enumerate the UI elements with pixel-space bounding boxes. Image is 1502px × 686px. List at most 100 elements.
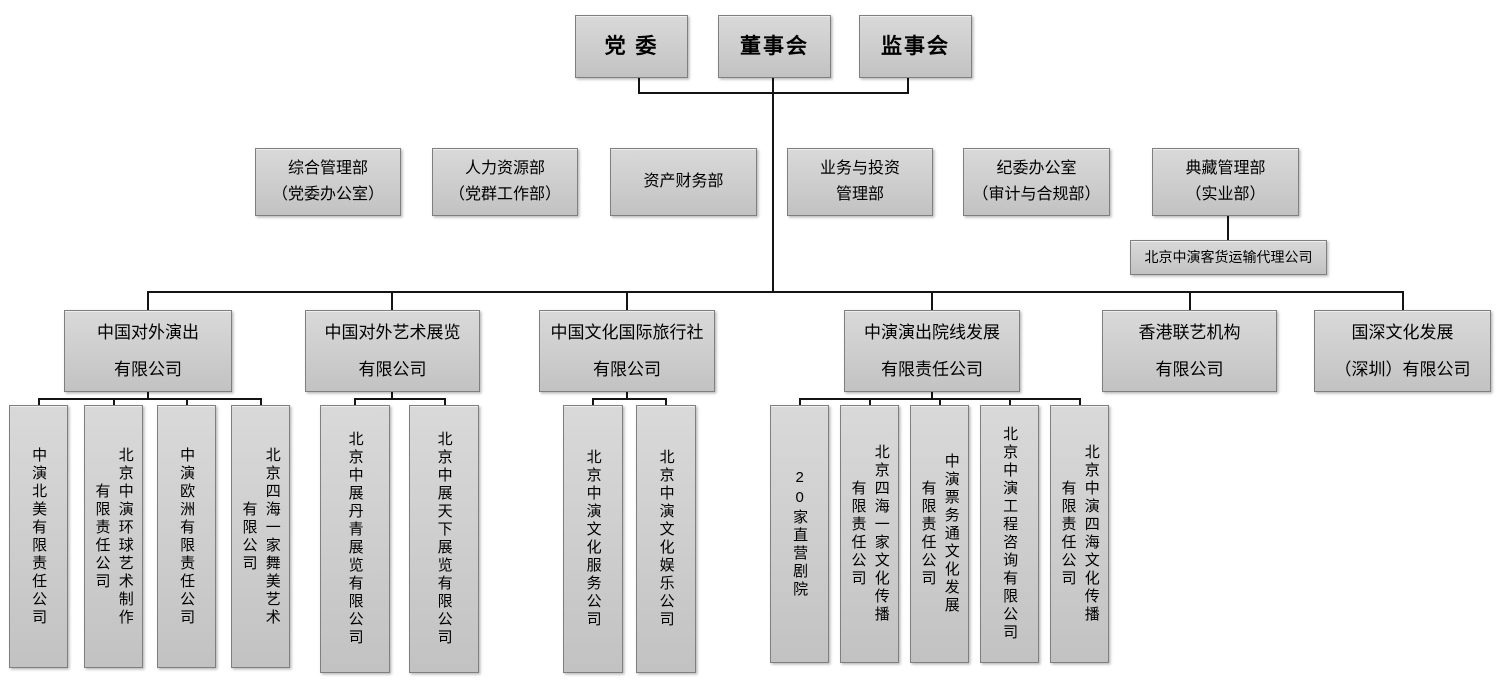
department-box-business-investment: 业务与投资 管理部: [787, 148, 933, 216]
connector-g4-drop: [869, 398, 871, 406]
connector-supervisory-drop: [907, 77, 909, 94]
connector-g4-drop: [1009, 398, 1011, 406]
department-label: 综合管理部: [287, 160, 368, 177]
subsidiary-label: 北京中展丹青展览有限公司: [346, 431, 364, 647]
company-sublabel: 有限公司: [593, 359, 661, 379]
subsidiary-box: 北京中演环球艺术制作 有限责任公司: [84, 405, 143, 668]
department-sublabel: （审计与合规部）: [972, 186, 1101, 203]
connector-g4-drop: [939, 398, 941, 406]
company-sublabel: 有限公司: [114, 359, 182, 379]
company-box-art-exhibition: 中国对外艺术展览 有限公司: [305, 310, 480, 392]
subsidiary-box: 北京四海一家文化传播 有限责任公司: [840, 405, 899, 663]
subsidiary-box: 北京中展丹青展览有限公司: [320, 405, 390, 673]
connector-g4-drop: [1079, 398, 1081, 406]
connector-party-drop: [638, 77, 640, 94]
subsidiary-box: 北京中演文化娱乐公司: [636, 405, 696, 673]
connector-g2-drop: [444, 398, 446, 406]
connector-company-drop: [147, 291, 149, 310]
connector-company-drop: [626, 291, 628, 310]
company-label: 国深文化发展: [1351, 322, 1454, 342]
department-box-general-admin: 综合管理部 （党委办公室）: [255, 148, 401, 216]
subsidiary-box: 北京四海一家舞美艺术 有限公司: [231, 405, 290, 668]
subsidiary-box: 北京中演四海文化传播 有限责任公司: [1050, 405, 1109, 663]
company-label: 中国对外演出: [97, 322, 199, 342]
subsidiary-label: 北京四海一家舞美艺术 有限公司: [240, 446, 281, 627]
subsidiary-label: 中演票务通文化发展 有限责任公司: [919, 453, 960, 615]
department-label: 纪委办公室: [996, 160, 1077, 177]
company-label: 中演演出院线发展: [864, 322, 1000, 342]
subsidiary-label: 北京四海一家文化传播 有限责任公司: [849, 444, 890, 624]
subsidiary-box: 20家直营剧院: [770, 405, 829, 663]
subsidiary-label: 中演北美有限责任公司: [30, 446, 48, 627]
connector-g4-stem: [931, 392, 933, 400]
subsidiary-box: 中演北美有限责任公司: [9, 405, 68, 668]
supervisory-board-box: 监事会: [859, 15, 972, 78]
connector-trunk: [772, 77, 774, 293]
subsidiary-box: 北京中演工程咨询有限公司: [980, 405, 1039, 663]
company-sublabel: 有限责任公司: [881, 359, 983, 379]
company-label: 中国对外艺术展览: [324, 322, 461, 342]
connector-g2-stem: [391, 392, 393, 400]
subsidiary-box: 中演票务通文化发展 有限责任公司: [910, 405, 969, 663]
subsidiary-label: 北京中演工程咨询有限公司: [1001, 426, 1019, 642]
party-committee-label: 党 委: [604, 34, 659, 58]
connector-company-drop: [931, 291, 933, 310]
connector-g2-bar: [354, 398, 446, 400]
subsidiary-box: 北京中展天下展览有限公司: [409, 405, 479, 673]
subsidiary-label: 北京中展天下展览有限公司: [435, 431, 453, 647]
company-sublabel: （深圳）有限公司: [1334, 359, 1471, 379]
connector-company-drop: [1402, 291, 1404, 310]
connector-company-drop: [1189, 291, 1191, 310]
department-label: 资产财务部: [643, 173, 724, 190]
party-committee-box: 党 委: [575, 15, 688, 78]
connector-g1-drop: [186, 398, 188, 406]
company-box-performance: 中国对外演出 有限公司: [64, 310, 232, 392]
connector-g3-drop: [665, 398, 667, 406]
subsidiary-box: 中演欧洲有限责任公司: [157, 405, 216, 668]
connector-g2-drop: [354, 398, 356, 406]
connector-g3-stem: [626, 392, 628, 400]
company-box-guoshen-culture: 国深文化发展 （深圳）有限公司: [1314, 310, 1491, 392]
company-label: 中国文化国际旅行社: [550, 322, 704, 342]
connector-g1-drop: [113, 398, 115, 406]
connector-company-drop: [391, 291, 393, 310]
department-box-collection-management: 典藏管理部 （实业部）: [1152, 148, 1299, 216]
company-box-theatre-line: 中演演出院线发展 有限责任公司: [844, 310, 1020, 392]
subsidiary-box: 北京中演文化服务公司: [563, 405, 623, 673]
subsidiary-label: 北京中演文化娱乐公司: [657, 449, 675, 629]
connector-g1-stem: [147, 392, 149, 400]
department-sublabel: （党委办公室）: [271, 186, 384, 203]
department-box-asset-finance: 资产财务部: [610, 148, 757, 216]
connector-g3-bar: [592, 398, 667, 400]
subsidiary-label: 中演欧洲有限责任公司: [178, 446, 196, 627]
company-sublabel: 有限公司: [1155, 359, 1224, 379]
connector-g1-drop: [38, 398, 40, 406]
department-box-human-resources: 人力资源部 （党群工作部）: [432, 148, 578, 216]
department-sublabel: 管理部: [835, 186, 884, 203]
department-label: 人力资源部: [464, 160, 545, 177]
department-label: 业务与投资: [819, 160, 900, 177]
connector-g1-bar: [38, 398, 262, 400]
company-box-hk-lianyi: 香港联艺机构 有限公司: [1102, 310, 1277, 392]
department-box-discipline-office: 纪委办公室 （审计与合规部）: [963, 148, 1110, 216]
department-sublabel: （党群工作部）: [448, 186, 561, 203]
subsidiary-label: 北京中演客货运输代理公司: [1144, 248, 1313, 265]
board-of-directors-box: 董事会: [718, 15, 831, 78]
connector-g3-drop: [592, 398, 594, 406]
subsidiary-label: 北京中演文化服务公司: [584, 449, 602, 629]
company-box-international-travel: 中国文化国际旅行社 有限公司: [539, 310, 715, 392]
connector-g4-drop: [799, 398, 801, 406]
connector-collection-sub-drop: [1227, 215, 1229, 240]
company-sublabel: 有限公司: [358, 359, 427, 379]
connector-companies-bar: [147, 291, 1404, 293]
connector-g1-drop: [260, 398, 262, 406]
board-of-directors-label: 董事会: [740, 34, 809, 58]
department-label: 典藏管理部: [1185, 160, 1266, 177]
subsidiary-box-transport-agency: 北京中演客货运输代理公司: [1130, 240, 1327, 275]
subsidiary-label: 20家直营剧院: [791, 469, 809, 599]
subsidiary-label: 北京中演环球艺术制作 有限责任公司: [93, 446, 134, 627]
company-label: 香港联艺机构: [1138, 322, 1241, 342]
department-sublabel: （实业部）: [1185, 186, 1266, 203]
subsidiary-label: 北京中演四海文化传播 有限责任公司: [1059, 444, 1100, 624]
